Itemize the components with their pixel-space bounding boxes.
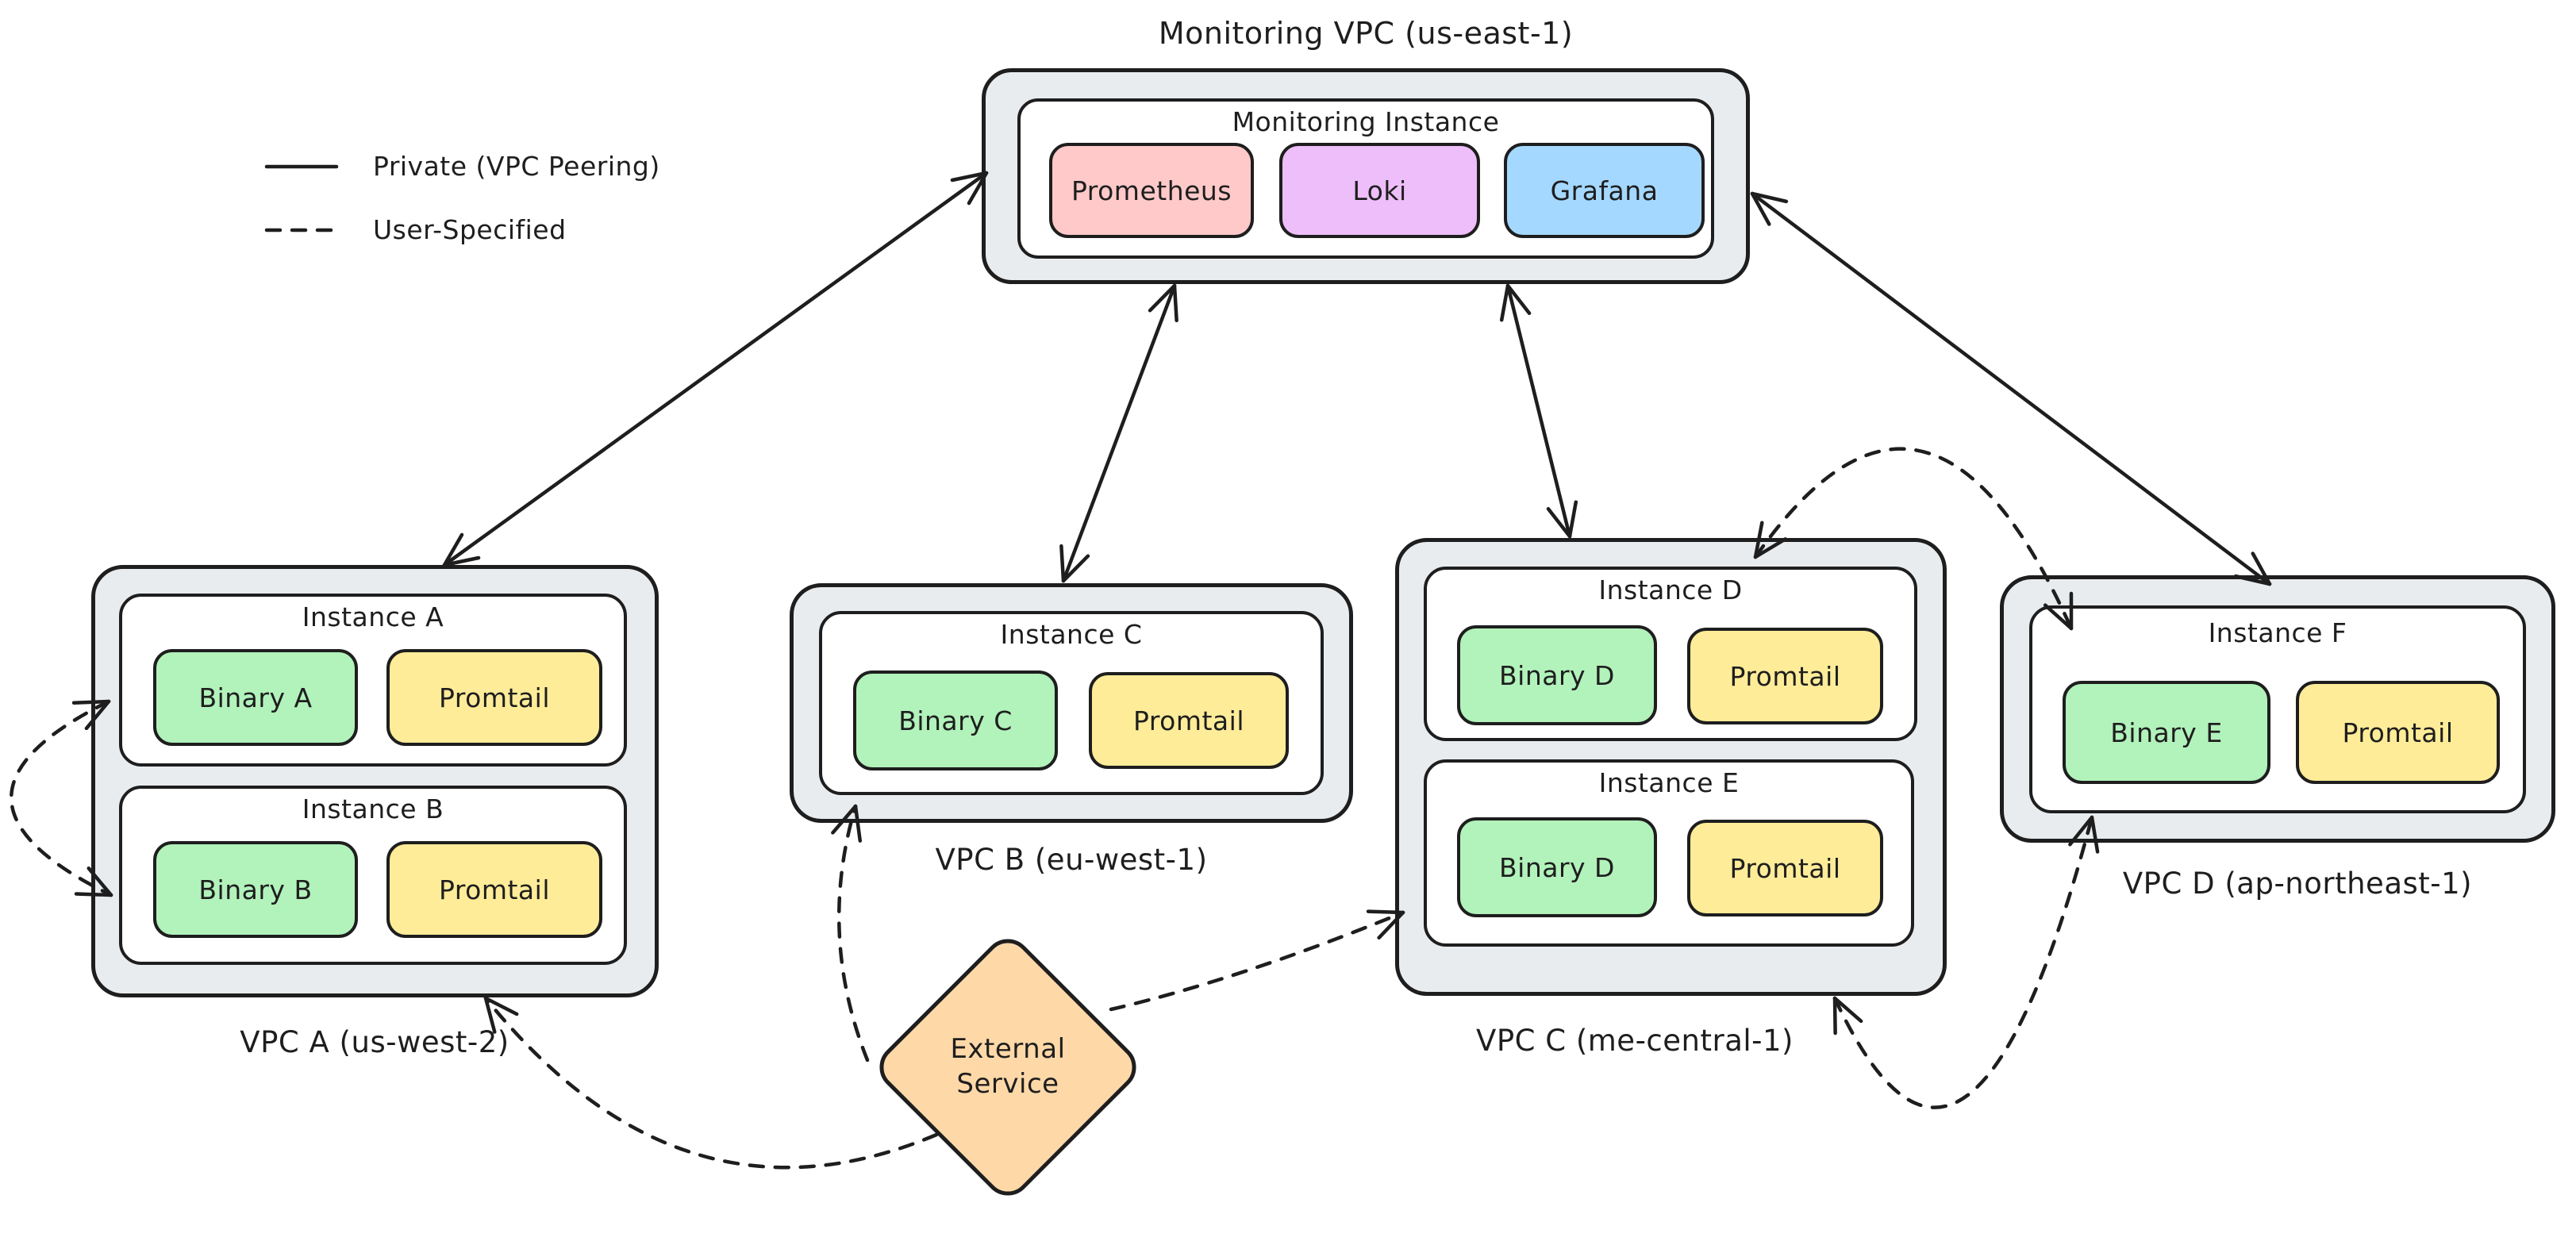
vpc-b-label: VPC B (eu-west-1) [935,843,1208,877]
promtail-d-chip: Promtail [1687,628,1883,724]
monitoring-instance-title: Monitoring Instance [1232,106,1500,137]
vpc-d-label: VPC D (ap-northeast-1) [2122,867,2473,901]
legend-user-label: User-Specified [373,214,567,245]
peering-monitoring-vpc-c [1499,283,1578,539]
promtail-f-chip: Promtail [2296,681,2500,784]
instance-c-title: Instance C [1000,619,1143,650]
instance-b-title: Instance B [302,793,444,824]
instance-d-title: Instance D [1598,574,1743,605]
grafana-chip: Grafana [1504,143,1705,238]
instance-f-title: Instance F [2208,617,2347,648]
user-external-vpc-c [1109,909,1405,1012]
legend-private-label: Private (VPC Peering) [373,151,660,182]
binary-d2-chip: Binary D [1457,817,1657,917]
external-service-label: External Service [950,1033,1066,1100]
binary-e-chip: Binary E [2063,681,2270,784]
instance-e-title: Instance E [1598,767,1740,798]
binary-b-chip: Binary B [153,841,358,938]
binary-d-chip: Binary D [1457,625,1657,725]
peering-monitoring-vpc-b [1059,283,1178,583]
vpc-a-label: VPC A (us-west-2) [240,1025,509,1059]
promtail-e-chip: Promtail [1687,820,1883,916]
binary-c-chip: Binary C [853,671,1058,770]
monitoring-vpc-label: Monitoring VPC (us-east-1) [1158,16,1574,51]
vpc-c-label: VPC C (me-central-1) [1476,1024,1794,1058]
binary-a-chip: Binary A [153,649,358,746]
promtail-a-chip: Promtail [386,649,602,746]
prometheus-chip: Prometheus [1049,143,1254,238]
user-external-vpc-a [483,996,939,1170]
loki-chip: Loki [1279,143,1480,238]
promtail-c-chip: Promtail [1089,672,1289,769]
instance-a-title: Instance A [302,601,444,632]
peering-monitoring-vpc-d [1750,191,2272,586]
promtail-b-chip: Promtail [386,841,602,938]
